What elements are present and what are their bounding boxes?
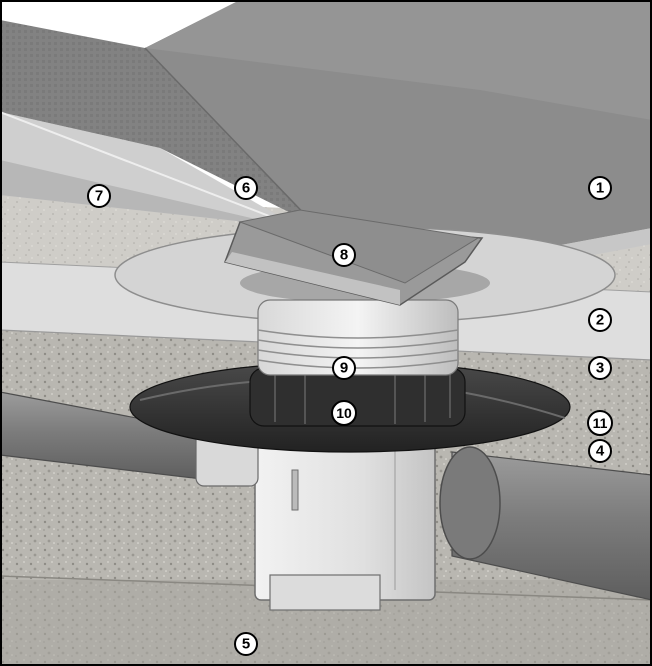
adjustment-ring-ribs [274, 372, 451, 424]
callout-label-9: 9 [340, 360, 348, 377]
sleeve-threads [257, 329, 459, 369]
drain-clip [291, 469, 299, 511]
callout-4: 4 [588, 439, 612, 463]
callout-10: 10 [331, 400, 357, 426]
tile-joint [144, 47, 316, 226]
callout-label-7: 7 [95, 188, 103, 205]
callout-6: 6 [234, 176, 258, 200]
callout-label-1: 1 [596, 180, 604, 197]
wall-waterproofing-shadow [0, 160, 300, 228]
callout-7: 7 [87, 184, 111, 208]
callout-label-10: 10 [336, 405, 352, 421]
callout-3: 3 [588, 356, 612, 380]
adjustment-ring [249, 367, 466, 427]
callout-label-3: 3 [596, 360, 604, 377]
callout-label-6: 6 [242, 180, 250, 197]
callout-2: 2 [588, 308, 612, 332]
callout-label-8: 8 [340, 247, 348, 264]
tile-edge-6 [0, 111, 301, 229]
callout-label-5: 5 [242, 636, 250, 653]
callout-5: 5 [234, 632, 258, 656]
callout-label-11: 11 [593, 415, 608, 431]
callout-11: 11 [587, 410, 613, 436]
callout-1: 1 [588, 176, 612, 200]
callout-9: 9 [332, 356, 356, 380]
textured-floor-tile [0, 20, 315, 225]
drain-body-foot [269, 574, 381, 611]
callout-label-4: 4 [596, 443, 605, 460]
callout-label-2: 2 [596, 312, 604, 329]
main-floor-tile-face [145, 0, 652, 120]
callout-8: 8 [332, 243, 356, 267]
outlet-pipe-socket [439, 446, 501, 560]
drain-grate-side [225, 252, 400, 305]
